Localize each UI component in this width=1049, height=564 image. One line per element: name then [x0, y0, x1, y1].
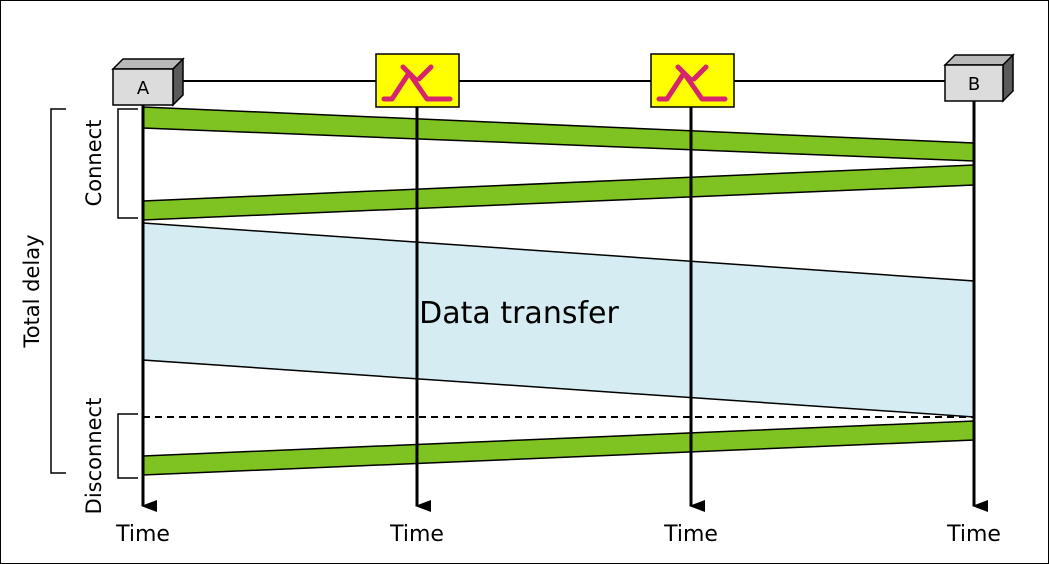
total-delay-label: Total delay [20, 234, 44, 348]
time-label-switch1: Time [389, 522, 444, 547]
node-b: B [943, 53, 1015, 103]
connect-accept-band [142, 164, 975, 221]
switch-2 [650, 53, 735, 108]
connect-request-band [142, 106, 975, 162]
disconnect-band [142, 420, 975, 476]
switch-1 [375, 53, 460, 108]
data-transfer-label: Data transfer [419, 296, 619, 331]
node-a-label: A [137, 78, 150, 99]
switch-icon [381, 64, 453, 102]
node-b-label: B [968, 74, 980, 95]
time-label-a: Time [115, 522, 170, 547]
connect-bracket [117, 108, 138, 219]
time-label-b: Time [946, 522, 1001, 547]
total-delay-bracket [50, 108, 66, 474]
switch-icon [656, 64, 728, 102]
connect-label: Connect [82, 120, 106, 207]
time-label-switch2: Time [663, 522, 718, 547]
disconnect-label: Disconnect [82, 398, 106, 515]
disconnect-bracket [117, 413, 138, 479]
node-a: A [111, 57, 185, 107]
